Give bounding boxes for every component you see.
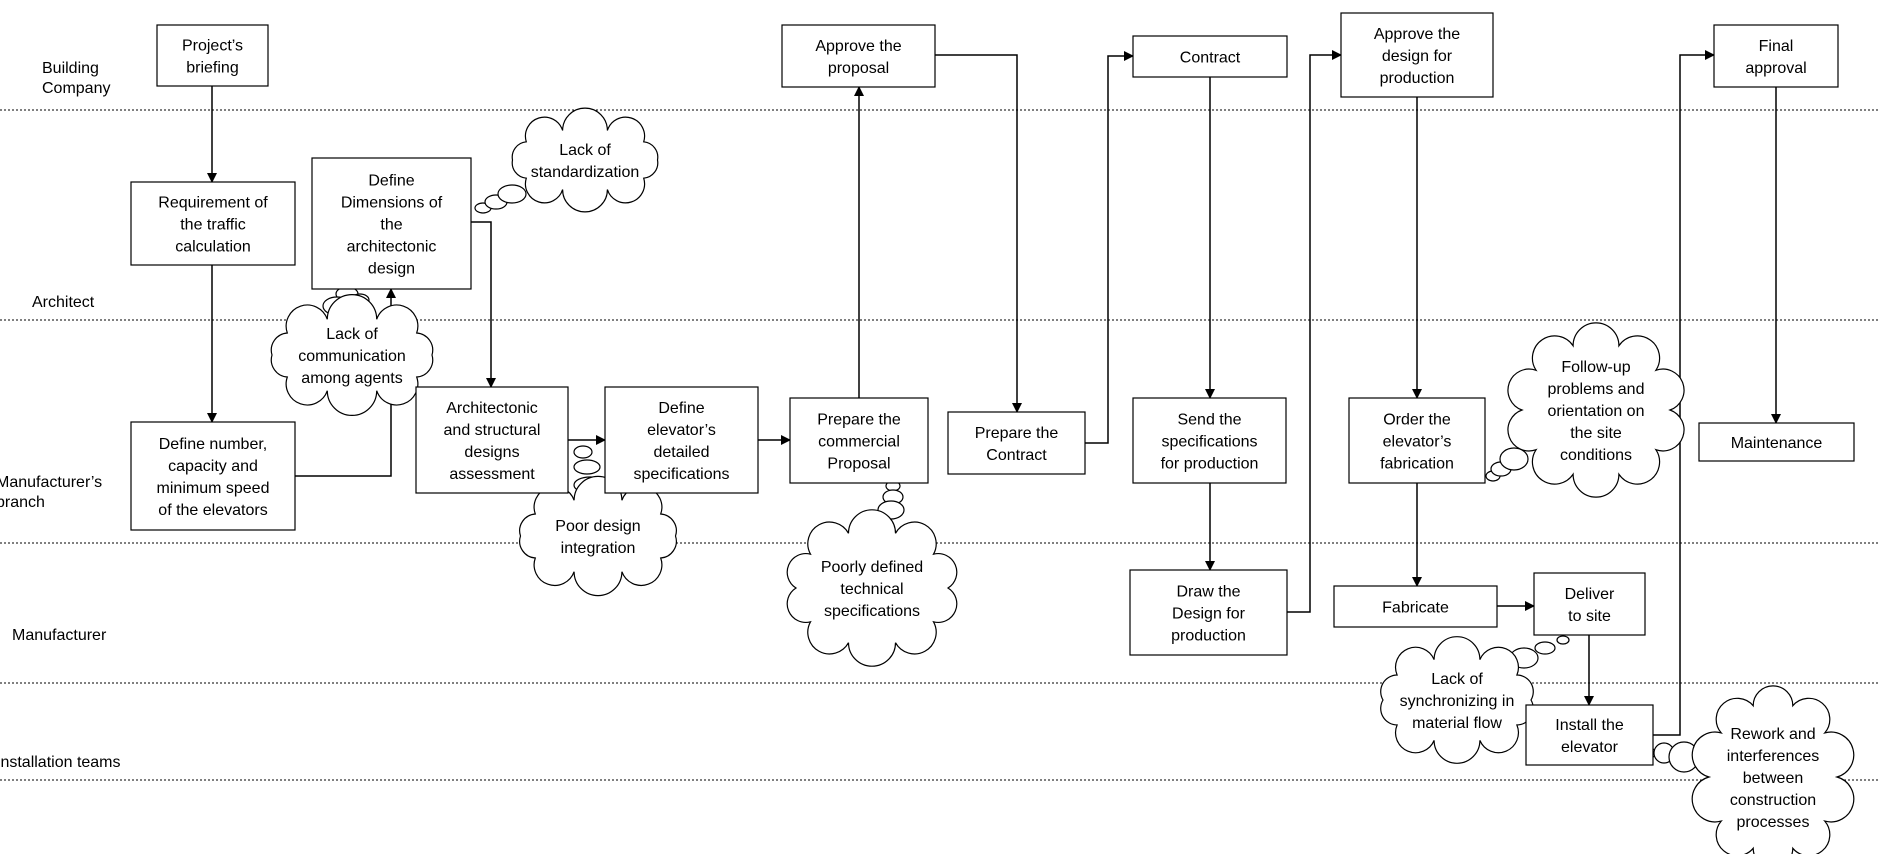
activity-box — [604, 386, 759, 494]
activity-box — [781, 24, 936, 88]
flow-arrows — [207, 50, 1781, 736]
activity-box — [947, 411, 1086, 475]
activity-box — [130, 421, 296, 531]
activity-box — [1129, 569, 1288, 656]
activity-box — [415, 386, 569, 494]
lane-label-installation: Installation teams — [0, 754, 121, 771]
activity-box — [1132, 35, 1288, 78]
cloud-shape — [519, 475, 677, 597]
arrow-dimensions-to-assessment — [471, 221, 496, 388]
cloud-shape — [511, 107, 659, 213]
activity-box — [1698, 422, 1855, 462]
arrow-prepare_contract-to-contract — [1085, 51, 1134, 444]
activity-box — [130, 181, 296, 266]
thought-bubble — [573, 445, 593, 459]
cloud-shape — [1691, 685, 1855, 854]
activity-contract: Contract — [1132, 35, 1288, 78]
activity-box — [1333, 585, 1498, 628]
thought-bubble — [573, 459, 601, 475]
activity-label-contract: Contract — [1180, 50, 1241, 67]
activity-box — [1525, 704, 1654, 766]
cloud-shape — [1507, 322, 1685, 498]
activity-label-maintenance: Maintenance — [1731, 435, 1823, 452]
activity-box — [1340, 12, 1494, 98]
activity-box — [1533, 572, 1646, 636]
activity-label-fabricate: Fabricate — [1382, 600, 1449, 617]
cloud-shape — [786, 509, 958, 667]
activity-box — [156, 24, 269, 87]
lane-label-architect: Architect — [32, 294, 95, 311]
thought-bubble — [1534, 641, 1556, 655]
activity-fabricate: Fabricate — [1333, 585, 1498, 628]
activity-box — [311, 157, 472, 290]
lane-label-manufacturer: Manufacturer — [12, 627, 107, 644]
thought-bubble — [1499, 447, 1529, 471]
thought-bubble — [497, 184, 527, 204]
activity-box — [1348, 397, 1486, 484]
thought-bubble — [1556, 635, 1570, 645]
cloud-shape — [1380, 636, 1534, 764]
cloud-shape — [270, 294, 434, 416]
activity-box — [789, 397, 929, 484]
activity-box — [1132, 397, 1287, 484]
activity-box — [1713, 24, 1839, 88]
arrow-draw_design-to-approve_design — [1287, 50, 1342, 613]
activity-maintenance: Maintenance — [1698, 422, 1855, 462]
arrow-approve_proposal-to-prepare_contract — [935, 54, 1022, 413]
